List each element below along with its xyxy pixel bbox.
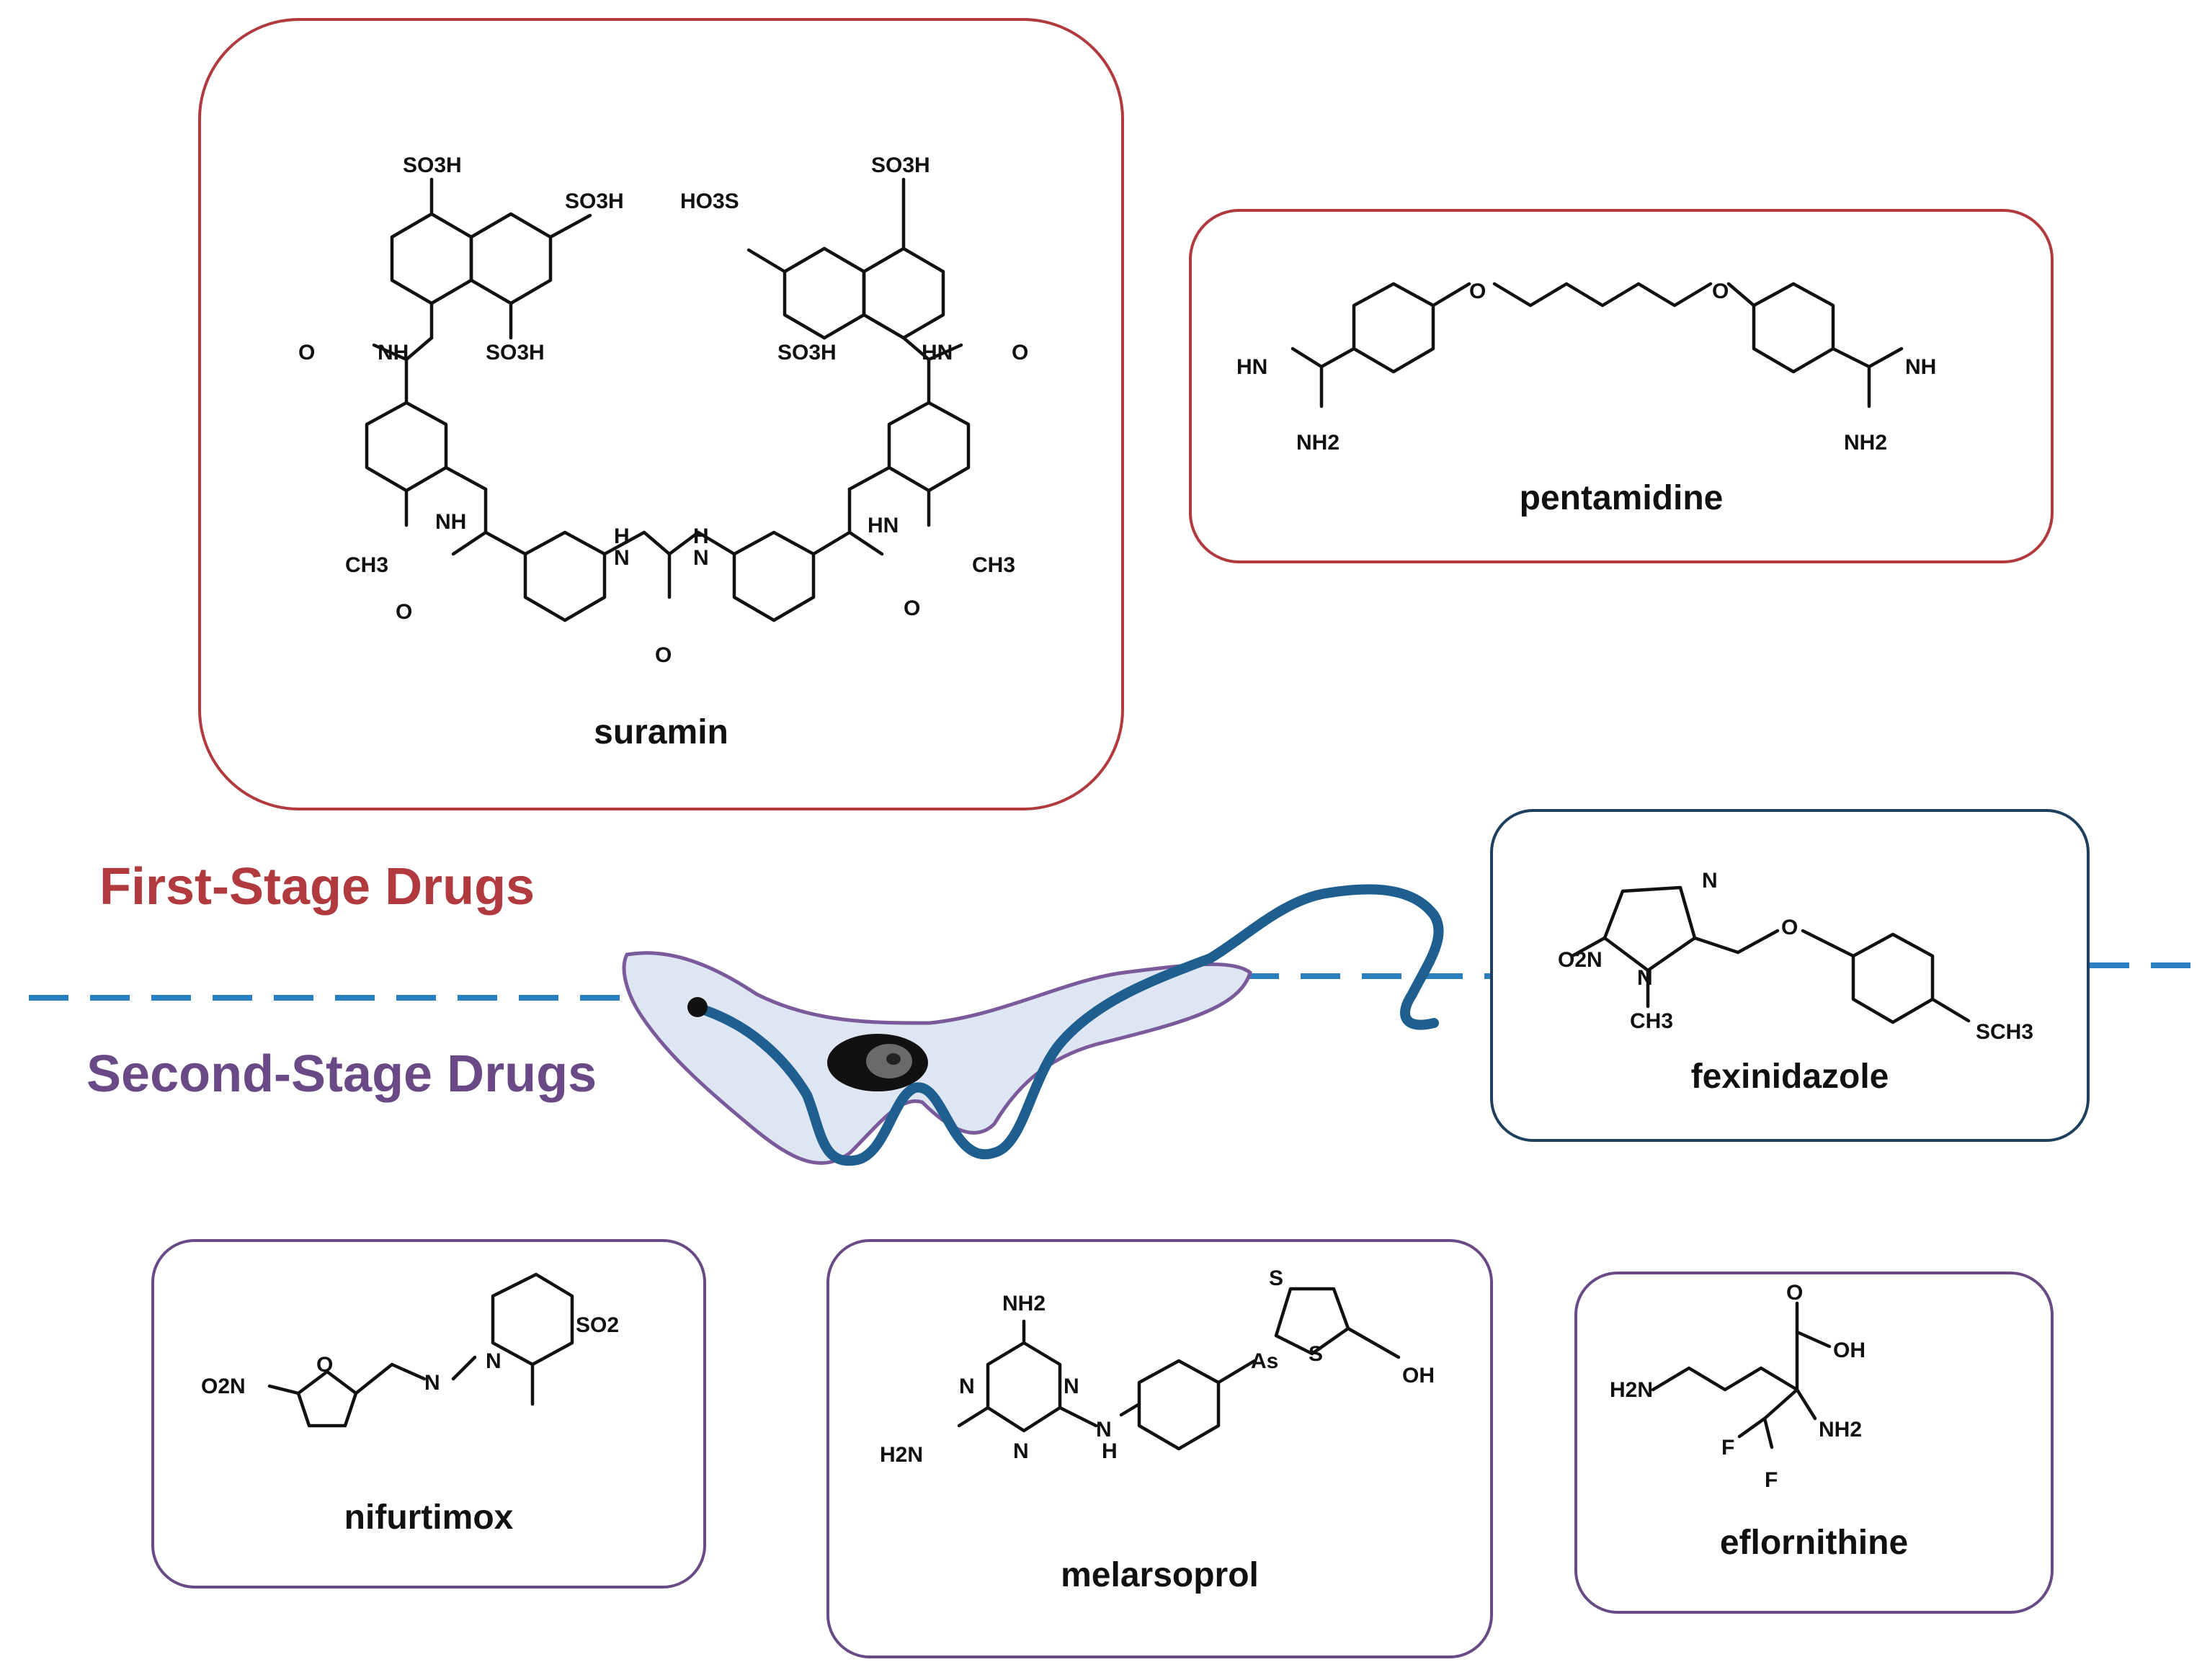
- drug-name-eflornithine: eflornithine: [1719, 1524, 1909, 1562]
- svg-text:N: N: [614, 546, 630, 570]
- drug-name-melarsoprol: melarsoprol: [1061, 1556, 1259, 1594]
- svg-text:SO2: SO2: [576, 1313, 619, 1337]
- svg-text:H: H: [614, 524, 630, 548]
- svg-text:H2N: H2N: [1610, 1378, 1653, 1402]
- svg-text:SCH3: SCH3: [1976, 1020, 2033, 1044]
- trypanosome-flagellum: [690, 884, 1444, 1166]
- svg-text:O: O: [655, 643, 672, 667]
- drug-name-suramin: suramin: [594, 713, 728, 751]
- svg-text:S: S: [1309, 1342, 1323, 1366]
- svg-text:N: N: [1013, 1439, 1029, 1463]
- svg-text:HN: HN: [868, 514, 899, 537]
- fexinidazole-structure: N O2N N CH3 O SCH3: [1558, 869, 2033, 1044]
- eflornithine-structure: O OH H2N NH2 F F: [1610, 1281, 1866, 1492]
- svg-text:OH: OH: [1402, 1364, 1435, 1388]
- suramin-structure: SO3H SO3H SO3H HO3S SO3H SO3H NH HN O O …: [298, 153, 1028, 667]
- svg-text:N: N: [1064, 1375, 1079, 1398]
- svg-text:F: F: [1721, 1436, 1734, 1460]
- drug-card-suramin: SO3H SO3H SO3H HO3S SO3H SO3H NH HN O O …: [198, 18, 1124, 810]
- svg-text:As: As: [1251, 1349, 1278, 1373]
- svg-text:SO3H: SO3H: [403, 153, 462, 177]
- trypanosome-body: [622, 951, 1252, 1165]
- svg-text:O: O: [316, 1353, 333, 1377]
- svg-text:SO3H: SO3H: [565, 189, 624, 213]
- second-stage-label: Second-Stage Drugs: [86, 1045, 597, 1103]
- svg-text:N: N: [1096, 1418, 1112, 1442]
- first-stage-label: First-Stage Drugs: [99, 858, 535, 916]
- svg-text:O: O: [904, 597, 920, 620]
- svg-text:O: O: [1781, 916, 1798, 939]
- svg-text:CH3: CH3: [345, 553, 388, 577]
- svg-text:O: O: [1469, 280, 1486, 303]
- svg-text:NH2: NH2: [1296, 431, 1340, 455]
- svg-text:O: O: [298, 341, 315, 365]
- drug-name-pentamidine: pentamidine: [1519, 479, 1724, 517]
- svg-text:H2N: H2N: [880, 1443, 923, 1467]
- svg-text:F: F: [1765, 1468, 1778, 1492]
- drug-card-melarsoprol: NH2 N N N H2N N H As S S OH melarsoprol: [826, 1239, 1493, 1658]
- svg-text:O: O: [1786, 1281, 1803, 1305]
- svg-text:HO3S: HO3S: [680, 189, 739, 213]
- drug-name-nifurtimox: nifurtimox: [344, 1498, 514, 1537]
- svg-text:O2N: O2N: [201, 1375, 246, 1398]
- svg-text:N: N: [486, 1349, 502, 1373]
- svg-text:NH: NH: [435, 510, 466, 534]
- pentamidine-structure: O O HN NH2 NH NH2: [1236, 280, 1936, 455]
- trypanosome-basal-body: [687, 997, 708, 1017]
- svg-text:O: O: [1712, 280, 1729, 303]
- drug-card-nifurtimox: O2N O N N SO2 nifurtimox: [151, 1239, 706, 1589]
- svg-text:NH2: NH2: [1002, 1292, 1046, 1315]
- trypanosome-nucleolus-core: [886, 1053, 901, 1065]
- svg-text:HN: HN: [922, 341, 953, 365]
- svg-text:SO3H: SO3H: [486, 341, 545, 365]
- svg-text:O: O: [1012, 341, 1028, 365]
- svg-text:H: H: [1102, 1439, 1118, 1463]
- drug-card-pentamidine: O O HN NH2 NH NH2 pentamidine: [1189, 209, 2054, 563]
- svg-text:SO3H: SO3H: [777, 341, 837, 365]
- svg-text:N: N: [1637, 966, 1653, 990]
- svg-text:CH3: CH3: [1630, 1009, 1673, 1033]
- svg-text:OH: OH: [1833, 1339, 1866, 1362]
- svg-text:N: N: [693, 546, 709, 570]
- melarsoprol-structure: NH2 N N N H2N N H As S S OH: [880, 1266, 1435, 1467]
- nifurtimox-structure: O2N O N N SO2: [201, 1272, 619, 1428]
- drug-card-fexinidazole: N O2N N CH3 O SCH3 fexinidazole: [1490, 809, 2090, 1142]
- svg-text:S: S: [1269, 1266, 1283, 1290]
- svg-text:H: H: [693, 524, 709, 548]
- svg-text:O: O: [396, 600, 412, 624]
- svg-text:N: N: [1702, 869, 1718, 893]
- svg-text:O2N: O2N: [1558, 948, 1603, 972]
- svg-text:NH2: NH2: [1819, 1418, 1862, 1442]
- svg-text:N: N: [424, 1371, 440, 1395]
- svg-text:SO3H: SO3H: [871, 153, 930, 177]
- svg-text:HN: HN: [1236, 355, 1267, 379]
- svg-text:NH2: NH2: [1844, 431, 1887, 455]
- svg-text:N: N: [959, 1375, 975, 1398]
- drug-name-fexinidazole: fexinidazole: [1690, 1058, 1889, 1096]
- svg-text:NH: NH: [378, 341, 409, 365]
- svg-text:CH3: CH3: [972, 553, 1015, 577]
- drug-card-eflornithine: O OH H2N NH2 F F eflornithine: [1574, 1272, 2054, 1614]
- svg-text:NH: NH: [1905, 355, 1936, 379]
